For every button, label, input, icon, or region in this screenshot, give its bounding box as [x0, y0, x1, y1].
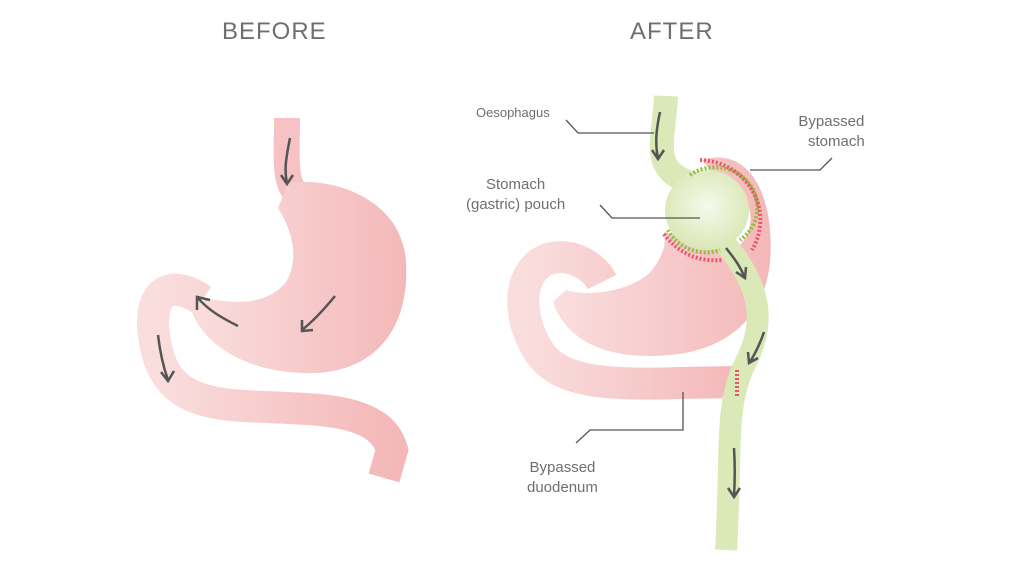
gastric-pouch-shape: [665, 170, 749, 250]
label-line: Bypassed: [798, 113, 865, 130]
label-line: Stomach: [486, 176, 546, 193]
before-duodenum: [137, 273, 409, 483]
bypassed-stomach-shape: [553, 157, 771, 356]
before-title: BEFORE: [222, 18, 327, 45]
roux-limb-shape: [713, 232, 769, 551]
before-stomach-body: [192, 181, 407, 374]
label-line: stomach: [808, 133, 865, 150]
label-bypassed-stomach: Bypassed stomach: [798, 112, 865, 152]
label-oesophagus: Oesophagus: [476, 105, 550, 120]
label-line: Bypassed: [529, 459, 596, 476]
label-line: duodenum: [527, 479, 598, 496]
label-gastric-pouch: Stomach (gastric) pouch: [466, 175, 565, 215]
leader-lines: [565, 119, 833, 444]
bypassed-duodenum-shape: [507, 241, 737, 400]
label-bypassed-duodenum: Bypassed duodenum: [527, 458, 598, 498]
after-anatomy: [507, 95, 833, 551]
after-flow-arrows: [650, 111, 766, 500]
oesophagus-shape: [649, 95, 693, 194]
before-flow-arrows: [156, 137, 336, 384]
after-title: AFTER: [630, 18, 714, 45]
before-stomach: [137, 117, 409, 483]
label-line: (gastric) pouch: [466, 196, 566, 213]
